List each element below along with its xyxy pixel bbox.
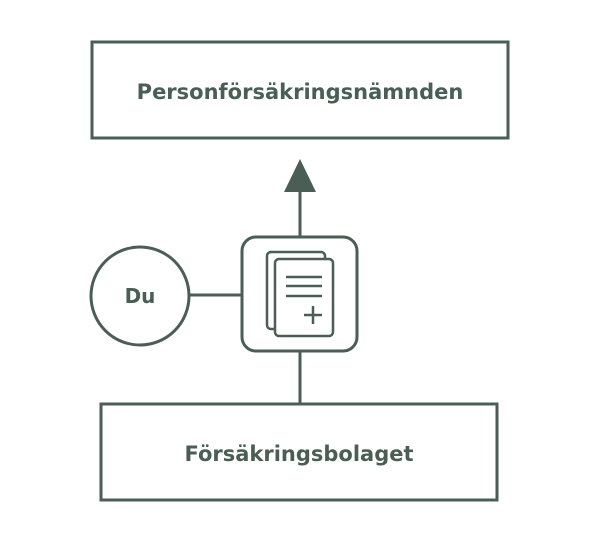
arrow-up <box>284 159 316 237</box>
document-node <box>240 235 359 353</box>
document-add-icon <box>265 250 335 338</box>
top-node: Personförsäkringsnämnden <box>90 40 510 140</box>
you-node-label: Du <box>125 284 156 308</box>
you-node: Du <box>89 245 191 347</box>
arrow-head <box>284 159 316 192</box>
bottom-node-label: Försäkringsbolaget <box>184 442 413 466</box>
bottom-node: Försäkringsbolaget <box>99 402 499 502</box>
top-node-label: Personförsäkringsnämnden <box>137 80 464 104</box>
